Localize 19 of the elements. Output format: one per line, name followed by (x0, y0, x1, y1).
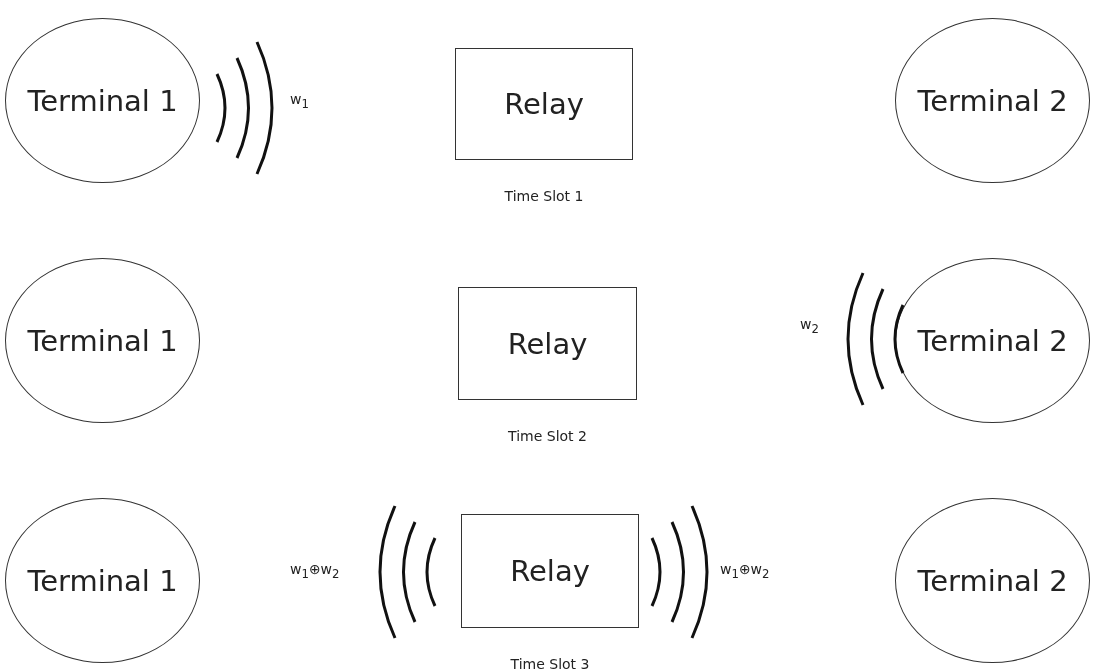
signal-label: w$_{2}$ (800, 316, 819, 336)
terminal-label: Terminal 2 (917, 323, 1068, 358)
signal-label: w$_{1}$⊕w$_{2}$ (290, 561, 340, 581)
relay-label: Relay (507, 326, 588, 361)
relay-label: Relay (504, 87, 584, 121)
relay-box (455, 48, 633, 160)
time-slot-caption: Time Slot 3 (510, 656, 590, 672)
relay-box (461, 514, 639, 628)
time-slot-caption: Time Slot 2 (508, 428, 587, 444)
signal-label: w$_{1}$⊕w$_{2}$ (720, 561, 770, 581)
terminal-label: Terminal 1 (27, 563, 178, 598)
relay-box (458, 287, 637, 400)
terminal-label: Terminal 2 (917, 83, 1068, 118)
time-slot-caption: Time Slot 1 (504, 188, 584, 204)
terminal-label: Terminal 1 (27, 323, 178, 358)
terminal-label: Terminal 2 (917, 563, 1068, 598)
relay-label: Relay (510, 554, 590, 588)
terminal-label: Terminal 1 (27, 83, 178, 118)
signal-label: w$_{1}$ (290, 91, 309, 111)
